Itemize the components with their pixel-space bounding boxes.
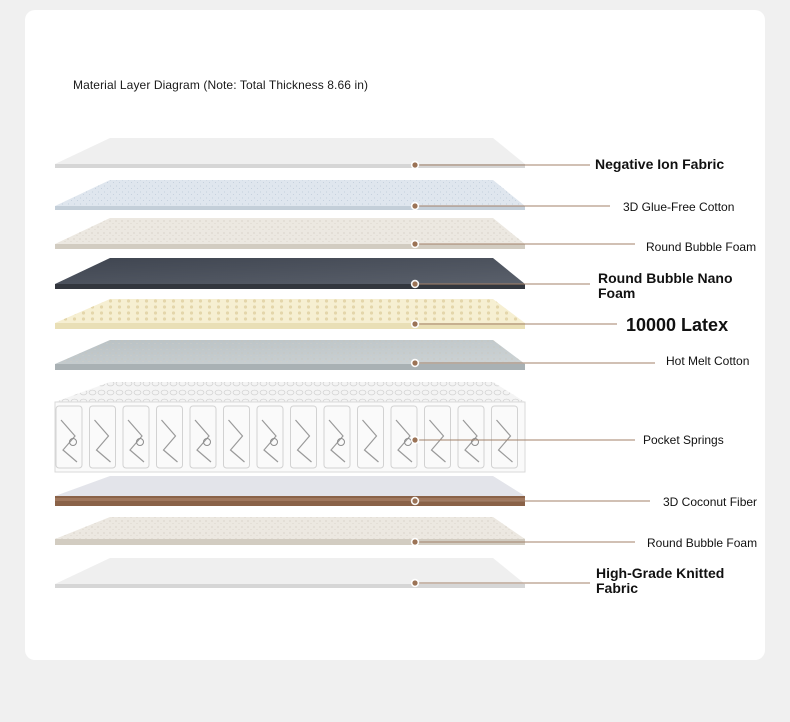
layer-slab xyxy=(55,299,525,329)
layer-stack xyxy=(54,138,655,588)
layer-slab xyxy=(55,476,525,506)
layer-slab xyxy=(55,180,525,210)
marker-dot xyxy=(412,437,418,443)
layer-label: Round Bubble Foam xyxy=(646,240,757,254)
spring-pocket xyxy=(156,405,183,469)
layer-slab xyxy=(55,138,525,168)
layer-edge xyxy=(55,539,525,545)
marker-dot xyxy=(412,203,418,209)
marker-dot xyxy=(412,241,418,247)
spring-coil xyxy=(429,419,446,463)
spring-pocket xyxy=(357,405,384,469)
spring-pocket xyxy=(55,405,83,469)
layer-slab xyxy=(55,258,525,289)
layer-texture xyxy=(55,218,525,244)
layer-texture xyxy=(55,340,525,364)
spring-clip xyxy=(471,438,479,446)
marker-dot xyxy=(412,498,418,504)
spring-pocket xyxy=(122,405,150,469)
layer-label: Pocket Springs xyxy=(643,433,724,447)
layer-top-surface xyxy=(55,558,525,584)
spring-coil xyxy=(228,419,245,463)
layer-label: Round Bubble Nano Foam xyxy=(598,270,733,301)
marker-dot xyxy=(412,321,418,327)
layer-edge xyxy=(55,364,525,370)
spring-coil xyxy=(60,419,78,463)
layer-edge xyxy=(55,323,525,329)
spring-coil xyxy=(462,419,480,463)
layer-texture xyxy=(55,382,525,402)
spring-coil xyxy=(194,419,212,463)
spring-pocket xyxy=(223,405,250,469)
diagram-title: Material Layer Diagram (Note: Total Thic… xyxy=(73,78,369,92)
spring-coil xyxy=(362,419,379,463)
layer-label: 10000 Latex xyxy=(626,315,729,335)
layer-top-surface xyxy=(55,138,525,164)
layer-label: High-Grade Knitted Fabric xyxy=(596,565,725,596)
layer-edge xyxy=(55,284,525,289)
spring-pocket xyxy=(424,405,451,469)
spring-clip xyxy=(337,438,345,446)
spring-pocket xyxy=(323,405,351,469)
spring-clip xyxy=(136,438,144,446)
marker-dot xyxy=(412,580,418,586)
layer-texture xyxy=(55,180,525,206)
layer-slab xyxy=(55,340,525,370)
spring-pocket xyxy=(491,405,518,469)
spring-clip xyxy=(203,438,211,446)
diagram-card: Material Layer Diagram (Note: Total Thic… xyxy=(25,10,765,660)
layer-label: Hot Melt Cotton xyxy=(666,354,750,368)
spring-coil xyxy=(496,419,513,463)
spring-coil xyxy=(261,419,279,463)
layer-edge xyxy=(55,164,525,168)
marker-dot xyxy=(412,360,418,366)
layer-texture xyxy=(55,517,525,539)
layer-label: 3D Coconut Fiber xyxy=(663,495,758,509)
layer-slab xyxy=(55,558,525,588)
spring-pocket xyxy=(89,405,116,469)
marker-dot xyxy=(412,162,418,168)
spring-pocket xyxy=(290,405,317,469)
spring-coil xyxy=(127,419,145,463)
spring-coil xyxy=(395,419,413,463)
spring-clip xyxy=(69,438,77,446)
layer-slab xyxy=(54,382,526,473)
spring-coil xyxy=(328,419,346,463)
layer-top-surface xyxy=(55,258,525,284)
coconut-fiber-streak xyxy=(55,498,525,501)
spring-coil xyxy=(161,419,178,463)
spring-pocket xyxy=(457,405,485,469)
spring-pocket xyxy=(256,405,284,469)
marker-dot xyxy=(412,539,418,545)
layer-label: Round Bubble Foam xyxy=(647,536,758,550)
layer-top-surface xyxy=(55,476,525,496)
layer-edge xyxy=(55,206,525,210)
spring-coil xyxy=(94,419,111,463)
layer-texture xyxy=(55,299,525,323)
spring-clip xyxy=(270,438,278,446)
layer-slab xyxy=(55,517,525,545)
spring-coil xyxy=(295,419,312,463)
layer-label: Negative Ion Fabric xyxy=(595,156,725,172)
layer-slab xyxy=(55,218,525,249)
layer-edge xyxy=(55,584,525,588)
layer-label: 3D Glue-Free Cotton xyxy=(623,200,735,214)
spring-pocket xyxy=(189,405,217,469)
layer-edge xyxy=(55,244,525,249)
marker-dot xyxy=(412,281,418,287)
